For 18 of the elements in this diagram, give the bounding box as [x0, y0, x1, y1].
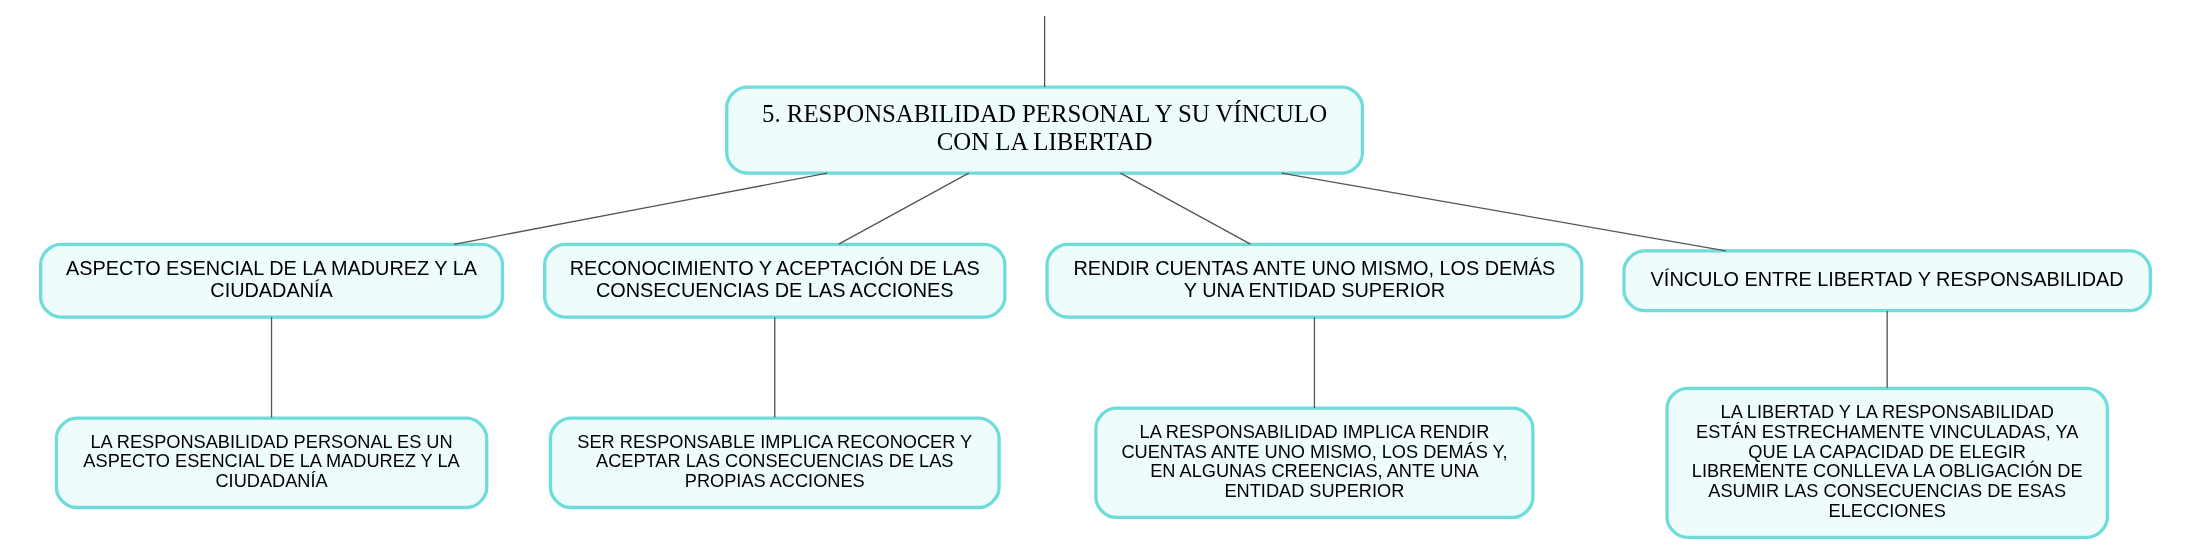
node-box: RECONOCIMIENTO Y ACEPTACIÓN DE LAS CONSECUENCIAS DE LAS ACCIONES — [543, 242, 1007, 319]
connector — [1313, 316, 1316, 409]
node-box: LA RESPONSABILIDAD IMPLICA RENDIR CUENTAS ANTE UNO MISMO, LOS DEMÁS Y, EN ALGUNAS CREENCIAS, ANTE UNA ENTIDAD SUPERIOR — [1094, 406, 1535, 520]
node-box: 5. RESPONSABILIDAD PERSONAL Y SU VÍNCULO CON LA LIBERTAD — [725, 85, 1365, 175]
node-box: ASPECTO ESENCIAL DE LA MADUREZ Y LA CIUDADANÍA — [38, 242, 505, 319]
connector — [453, 172, 828, 245]
connector — [270, 316, 273, 419]
node-box: VÍNCULO ENTRE LIBERTAD Y RESPONSABILIDAD — [1622, 249, 2153, 313]
node-box: RENDIR CUENTAS ANTE UNO MISMO, LOS DEMÁS Y UNA ENTIDAD SUPERIOR — [1045, 242, 1584, 319]
node-box: LA LIBERTAD Y LA RESPONSABILIDAD ESTÁN ESTRECHAMENTE VINCULADAS, YA QUE LA CAPACIDAD DE ELEGIR LIBREMENTE CONLLEVA LA OBLIGACIÓN DE ASUMIR LAS CONSECUENCIAS DE ESAS ELECCIONES — [1665, 386, 2109, 539]
connector — [838, 172, 970, 245]
connector — [1280, 172, 1727, 252]
node-box: LA RESPONSABILIDAD PERSONAL ES UN ASPECTO ESENCIAL DE LA MADUREZ Y LA CIUDADANÍA — [54, 416, 489, 510]
connector — [1886, 310, 1888, 389]
connector — [1119, 172, 1252, 245]
node-box: SER RESPONSABLE IMPLICA RECONOCER Y ACEPTAR LAS CONSECUENCIAS DE LAS PROPIAS ACCIONES — [548, 416, 1001, 510]
connector — [774, 316, 776, 419]
connector — [1043, 15, 1046, 88]
